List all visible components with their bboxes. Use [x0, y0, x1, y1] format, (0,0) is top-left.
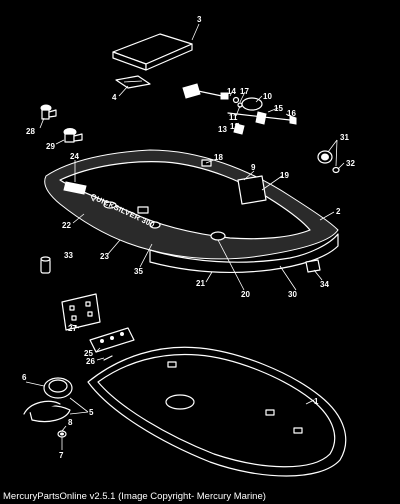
- callout-4: 4: [112, 93, 117, 102]
- callout-8: 8: [68, 418, 73, 427]
- copyright-footer: MercuryPartsOnline v2.5.1 (Image Copyrig…: [3, 491, 266, 502]
- valve-cap[interactable]: [40, 256, 51, 274]
- callout-13: 13: [218, 125, 227, 134]
- valve-fitting-29[interactable]: [63, 128, 83, 143]
- callout-9: 9: [251, 163, 256, 172]
- callout-22: 22: [62, 221, 71, 230]
- floor[interactable]: [87, 346, 347, 477]
- callout-15: 15: [274, 104, 283, 113]
- callout-21: 21: [196, 279, 205, 288]
- callout-34: 34: [320, 280, 329, 289]
- callout-3: 3: [197, 15, 202, 24]
- callout-16: 16: [287, 109, 296, 118]
- callout-31: 31: [340, 133, 349, 142]
- callout-11: 11: [229, 113, 238, 122]
- callout-30: 30: [288, 290, 297, 299]
- callout-35: 35: [134, 267, 143, 276]
- callout-14: 14: [227, 87, 236, 96]
- callout-numbers: 1 2 3 4 5 6 7 8 9 10 11 12 13 14 15 16 1…: [22, 15, 355, 460]
- callout-26: 26: [86, 357, 95, 366]
- leader-lines: [25, 23, 345, 450]
- callout-6: 6: [22, 373, 27, 382]
- callout-7: 7: [59, 451, 64, 460]
- callout-23: 23: [100, 252, 109, 261]
- callout-2: 2: [336, 207, 341, 216]
- callout-24: 24: [70, 152, 79, 161]
- callout-17: 17: [240, 87, 249, 96]
- callout-20: 20: [241, 290, 250, 299]
- callout-28: 28: [26, 127, 35, 136]
- callout-27: 27: [68, 324, 77, 333]
- oar-assembly[interactable]: [182, 83, 297, 135]
- valve-fitting-28[interactable]: [40, 104, 57, 120]
- callout-10: 10: [263, 92, 272, 101]
- callout-29: 29: [46, 142, 55, 151]
- callout-33: 33: [64, 251, 73, 260]
- callout-32: 32: [346, 159, 355, 168]
- seat-bracket[interactable]: [115, 75, 151, 89]
- callout-1: 1: [314, 397, 319, 406]
- seat-board[interactable]: [112, 33, 193, 71]
- repair-plate[interactable]: [89, 327, 135, 361]
- inflation-valve[interactable]: [317, 150, 340, 174]
- callout-18: 18: [214, 153, 223, 162]
- inflatable-tube[interactable]: QUICKSILVER 300: [44, 149, 339, 274]
- callout-25: 25: [84, 349, 93, 358]
- callout-12: 12: [230, 122, 239, 131]
- callout-5: 5: [89, 408, 94, 417]
- transom-plate[interactable]: [61, 293, 101, 331]
- foot-pump[interactable]: [23, 377, 73, 438]
- callout-19: 19: [280, 171, 289, 180]
